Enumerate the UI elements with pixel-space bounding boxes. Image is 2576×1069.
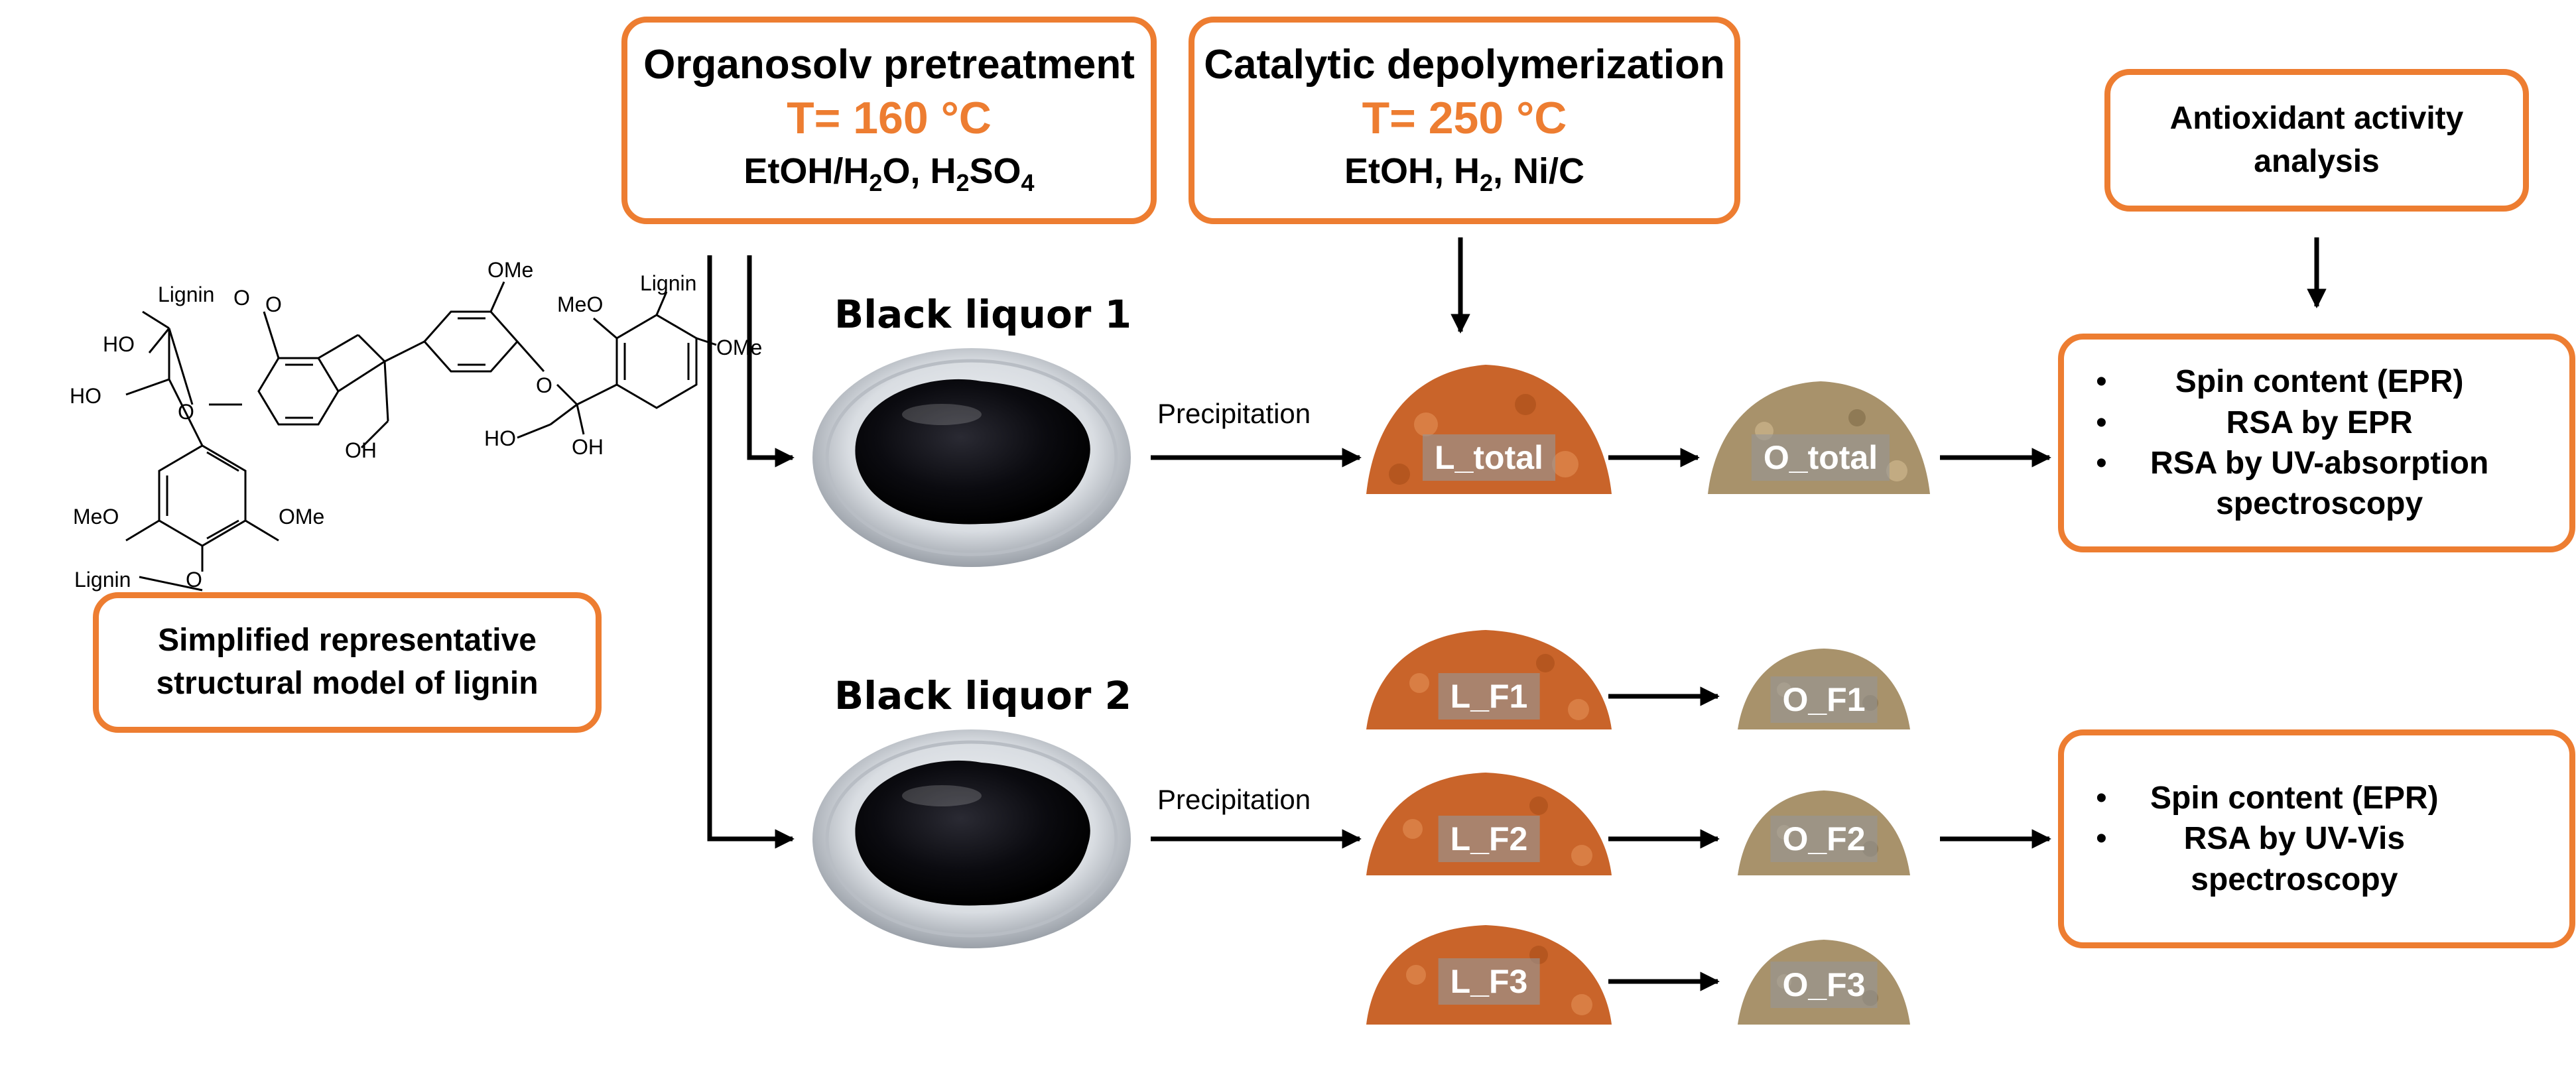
precipitation-label-2: Precipitation: [1157, 784, 1311, 815]
sample-l-f1: L_F1: [1438, 673, 1540, 720]
analysis-1-item-3: •RSA by UV-absorption: [2096, 446, 2489, 481]
lignin-label-2: Lignin: [74, 568, 131, 592]
analysis-2-item-2-cont: spectroscopy: [2191, 861, 2398, 897]
lignin-model-caption-box: Simplified representative structural mod…: [93, 592, 602, 733]
sample-l-f3: L_F3: [1438, 958, 1540, 1005]
o-label-2: O: [178, 400, 194, 424]
o-label-1: O: [233, 286, 250, 310]
depolymerization-temperature: T= 250 °C: [1362, 92, 1567, 143]
precipitation-label-1: Precipitation: [1157, 398, 1311, 429]
depolymerization-conditions: EtOH, H2, Ni/C: [1344, 151, 1585, 196]
antioxidant-line-2: analysis: [2254, 143, 2380, 179]
sample-o-total: O_total: [1751, 434, 1890, 481]
meo-label-2: MeO: [557, 292, 603, 316]
model-caption-line-1: Simplified representative: [158, 623, 537, 659]
analysis-box-2: •Spin content (EPR) •RSA by UV-Vis spect…: [2058, 729, 2575, 948]
antioxidant-activity-box: Antioxidant activity analysis: [2104, 69, 2529, 212]
antioxidant-line-1: Antioxidant activity: [2169, 100, 2464, 136]
organosolv-conditions: EtOH/H2O, H2SO4: [743, 151, 1035, 196]
sample-o-f3: O_F3: [1770, 962, 1878, 1008]
sample-l-total: L_total: [1423, 434, 1555, 481]
black-liquor-1-heading: Black liquor 1: [834, 292, 1131, 337]
catalytic-depolymerization-box: Catalytic depolymerization T= 250 °C EtO…: [1189, 17, 1740, 224]
depolymerization-title: Catalytic depolymerization: [1204, 42, 1725, 88]
analysis-2-item-2: •RSA by UV-Vis: [2096, 821, 2406, 857]
oh-label-2: OH: [572, 435, 604, 459]
sample-l-f2: L_F2: [1438, 816, 1540, 862]
analysis-box-1: •Spin content (EPR) •RSA by EPR •RSA by …: [2058, 334, 2575, 552]
ho-label-2: HO: [70, 384, 101, 408]
black-liquor-2-dish: [812, 729, 1131, 948]
ome-label-3: OMe: [716, 336, 762, 359]
lignin-label-1: Lignin: [158, 283, 214, 306]
ho-label-1: HO: [103, 332, 135, 356]
organosolv-to-liquor2-arrow: [707, 255, 795, 849]
analysis-2-item-1: •Spin content (EPR): [2096, 780, 2439, 816]
model-caption-line-2: structural model of lignin: [156, 666, 539, 701]
oh-label-1: OH: [345, 438, 377, 462]
organosolv-title: Organosolv pretreatment: [643, 42, 1135, 88]
organosolv-to-liquor1-arrow: [747, 255, 795, 468]
analysis-1-item-1: •Spin content (EPR): [2096, 364, 2464, 400]
sample-o-f2: O_F2: [1770, 816, 1878, 862]
o-label-4: O: [536, 373, 552, 397]
sample-o-f1: O_F1: [1770, 676, 1878, 723]
analysis-1-item-3-cont: spectroscopy: [2216, 486, 2423, 522]
lignin-label-3: Lignin: [640, 271, 696, 295]
black-liquor-1-dish: [812, 348, 1131, 567]
ome-label-2: OMe: [487, 258, 533, 282]
ome-label-1: OMe: [279, 505, 324, 529]
o-label-5: O: [265, 292, 282, 316]
black-liquor-2-heading: Black liquor 2: [834, 673, 1131, 718]
organosolv-temperature: T= 160 °C: [787, 92, 992, 143]
organosolv-pretreatment-box: Organosolv pretreatment T= 160 °C EtOH/H…: [621, 17, 1157, 224]
meo-label-1: MeO: [73, 505, 119, 529]
o-label-3: O: [186, 568, 202, 592]
analysis-1-item-2: •RSA by EPR: [2096, 405, 2413, 440]
ho-label-3: HO: [484, 426, 516, 450]
